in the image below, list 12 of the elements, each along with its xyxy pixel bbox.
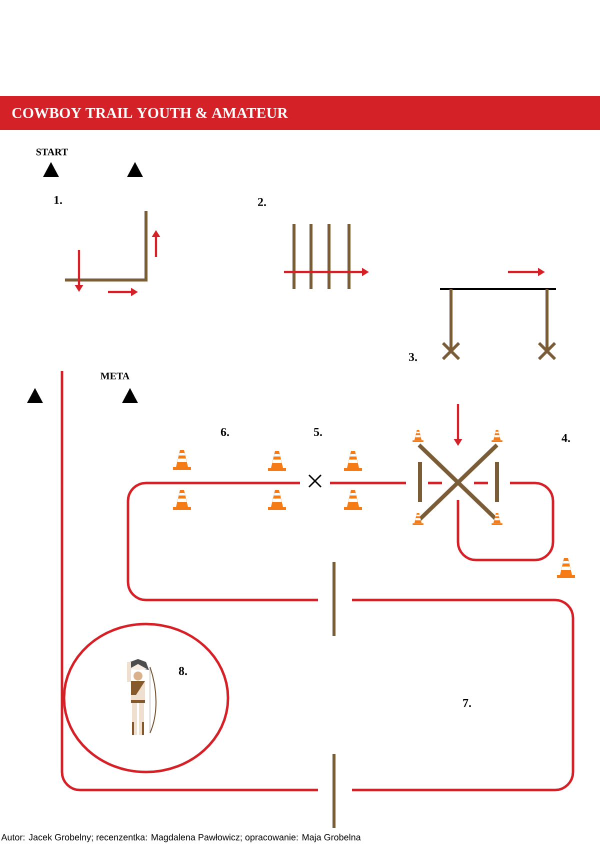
station-number: 2. [258, 198, 266, 206]
station-number: 4. [562, 434, 570, 442]
finish-label: META [100, 372, 130, 380]
start-label: START [36, 148, 68, 156]
credits-caption: Autor: Jacek Grobelny; recenzentka: Magdalena Pawłowicz; opracowanie: Maja Grobelna [1, 834, 361, 842]
title-banner: COWBOY TRAIL YOUTH & AMATEUR [0, 96, 600, 130]
station-number: 6. [220, 428, 229, 436]
station-number: 1. [54, 196, 62, 204]
station-number: 3. [408, 352, 417, 362]
station-number: 7. [463, 699, 471, 708]
station-number: 8. [178, 666, 187, 676]
station-number: 5. [314, 428, 322, 436]
